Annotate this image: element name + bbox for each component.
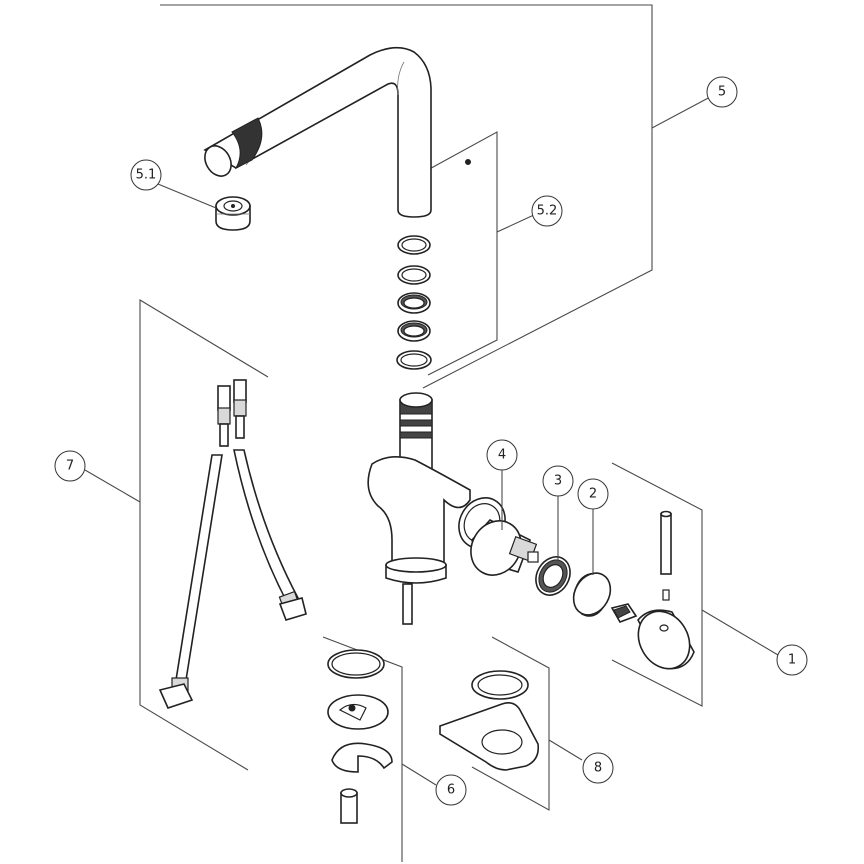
callout-5-1: 5.1 (130, 159, 217, 209)
callout-5-2: 5.2 (531, 195, 563, 227)
small-screw (465, 159, 471, 165)
supply-hoses (158, 379, 307, 709)
callout-5: 5 (706, 76, 738, 108)
group-outline-7 (84, 299, 269, 771)
cartridge (470, 519, 539, 576)
lever-pin (660, 510, 672, 601)
base-plate (439, 670, 540, 771)
callout-5-1-label: 5.1 (136, 168, 157, 183)
callout-1-label: 1 (788, 653, 796, 668)
callout-5-label: 5 (718, 85, 726, 100)
retaining-nut (535, 556, 571, 596)
callout-3-label: 3 (554, 474, 562, 489)
callout-1: 1 (776, 644, 808, 676)
callout-7: 7 (54, 450, 86, 482)
group-outline-8 (471, 636, 583, 811)
mounting-set (327, 649, 393, 824)
callout-4-label: 4 (498, 448, 506, 463)
callout-2: 2 (577, 478, 609, 575)
group-outline-5-2 (423, 131, 537, 376)
adapter-clip (610, 603, 638, 623)
group-outline-6 (322, 636, 437, 862)
group-outline-1 (611, 462, 779, 707)
callout-2-label: 2 (589, 487, 597, 502)
spout (203, 46, 432, 218)
o-ring-stack (396, 235, 432, 370)
callout-8-label: 8 (594, 761, 602, 776)
callout-4: 4 (486, 439, 518, 530)
callout-6-label: 6 (447, 783, 455, 798)
mixer-body (367, 392, 506, 625)
callout-6: 6 (435, 774, 467, 806)
group-outline-5 (160, 4, 713, 389)
aerator (215, 196, 251, 231)
callout-8: 8 (582, 752, 614, 784)
cover-ring (572, 572, 612, 617)
callout-3: 3 (542, 465, 574, 562)
callout-5-2-label: 5.2 (537, 204, 558, 219)
callout-7-label: 7 (66, 459, 74, 474)
handle-knob (637, 609, 695, 670)
